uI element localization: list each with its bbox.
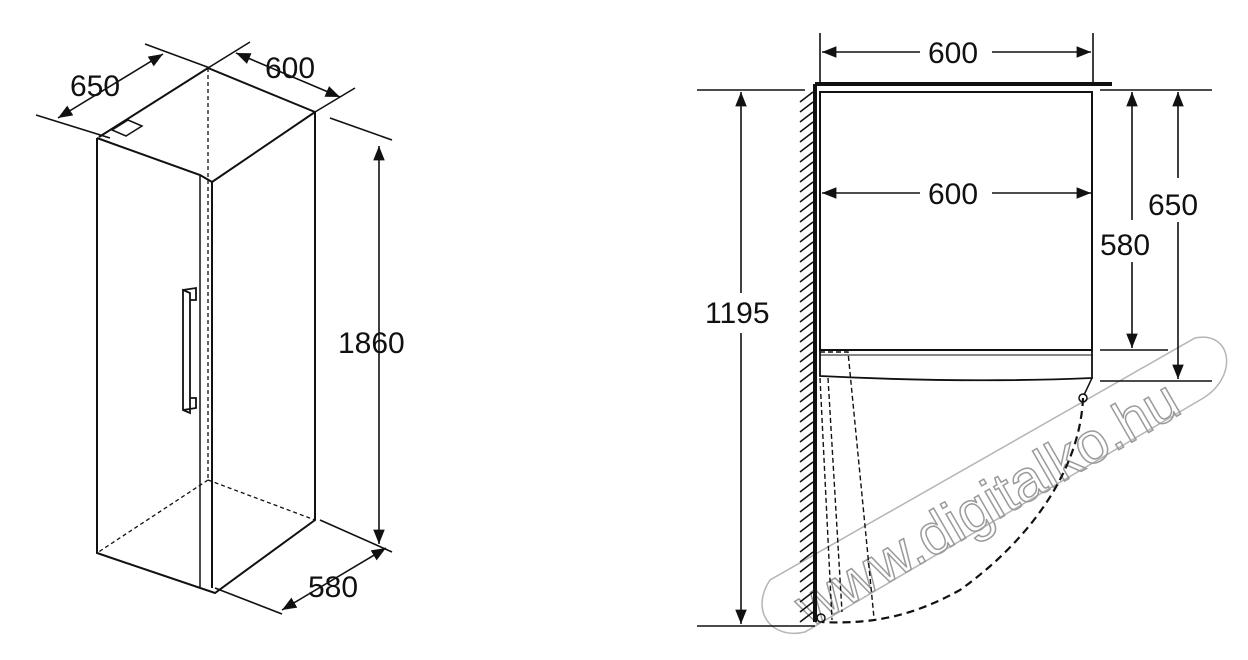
hatch-line: [799, 481, 814, 493]
label-depth-580: 580: [1100, 229, 1150, 262]
hatch-line: [799, 561, 814, 573]
hatch-line: [799, 261, 814, 273]
hatch-line: [799, 401, 814, 413]
hatch-line: [799, 361, 814, 373]
hidden-edges: [96, 68, 316, 554]
cabinet-outline: [819, 91, 1093, 351]
label-width-600: 600: [265, 52, 315, 85]
hatch-line: [799, 451, 814, 463]
hatch-line: [799, 271, 814, 283]
hatch-line: [799, 551, 814, 563]
hatch-line: [799, 241, 814, 253]
hatch-line: [799, 501, 814, 513]
door-open-outline: [819, 351, 875, 621]
hatch-line: [799, 331, 814, 343]
watermark: www.digitalko.hu: [761, 336, 1228, 641]
hatch-line: [799, 191, 814, 203]
hatch-line: [799, 461, 814, 473]
hatch-line: [799, 341, 814, 353]
hatch-line: [799, 601, 814, 613]
hatch-line: [799, 251, 814, 263]
door-swing-arc: [821, 397, 1085, 624]
isometric-view: [96, 66, 316, 595]
hatch-line: [799, 211, 814, 223]
hatch-line: [799, 611, 814, 623]
hatch-line: [799, 231, 814, 243]
label-height-1860: 1860: [338, 327, 405, 360]
label-depth-650: 650: [70, 70, 120, 103]
hatch-line: [799, 131, 814, 143]
hatch-line: [799, 171, 814, 183]
hatch-line: [799, 301, 814, 313]
hatch-line: [799, 181, 814, 193]
hatch-line: [799, 121, 814, 133]
hatch-line: [799, 491, 814, 503]
hatch-line: [799, 511, 814, 523]
hatch-line: [799, 421, 814, 433]
hatch-line: [799, 381, 814, 393]
hatch-line: [799, 151, 814, 163]
top-ridge: [211, 111, 316, 183]
dim-580-arrow: [281, 547, 387, 611]
fridge-top-view: [816, 91, 1093, 624]
hatch-line: [799, 101, 814, 113]
hinge-icon-bottom: [816, 613, 826, 623]
left-dimensions: [35, 41, 393, 615]
hatch-line: [799, 391, 814, 403]
label-top-width-600: 600: [928, 37, 978, 70]
watermark-frame: [761, 336, 1228, 635]
hatch-line: [799, 521, 814, 533]
hatch-line: [799, 221, 814, 233]
hatch-line: [799, 571, 814, 583]
door-closed: [819, 349, 1093, 382]
hatch-line: [799, 141, 814, 153]
watermark-text: www.digitalko.hu: [783, 367, 1190, 640]
hatch-line: [799, 201, 814, 213]
door-handle-icon: [182, 286, 197, 415]
right-dimensions: [697, 33, 1212, 627]
hatch-line: [799, 531, 814, 543]
wall-hatch-lines: [799, 91, 814, 623]
top-hinge-icon: [110, 119, 144, 137]
dim-600-arrow: [235, 52, 341, 98]
hatch-line: [799, 351, 814, 363]
hatch-line: [799, 91, 814, 103]
hatch-line: [799, 471, 814, 483]
dim-650-arrow: [57, 53, 164, 119]
hatch-line: [799, 291, 814, 303]
hatch-line: [799, 591, 814, 603]
hatch-line: [799, 281, 814, 293]
hatch-line: [799, 321, 814, 333]
hatch-line: [799, 111, 814, 123]
label-inner-width-600: 600: [928, 178, 978, 211]
hatch-line: [799, 581, 814, 593]
fridge-outline: [96, 66, 316, 595]
hatch-line: [799, 541, 814, 553]
hatch-line: [799, 311, 814, 323]
label-total-height-1195: 1195: [705, 297, 770, 330]
hatch-line: [799, 411, 814, 423]
label-inner-depth-580: 580: [308, 571, 358, 604]
hatch-line: [799, 371, 814, 383]
door-edge: [96, 137, 213, 588]
hatch-line: [799, 441, 814, 453]
hatch-line: [799, 161, 814, 173]
label-door-open-650: 650: [1148, 189, 1198, 222]
hatch-line: [799, 431, 814, 443]
